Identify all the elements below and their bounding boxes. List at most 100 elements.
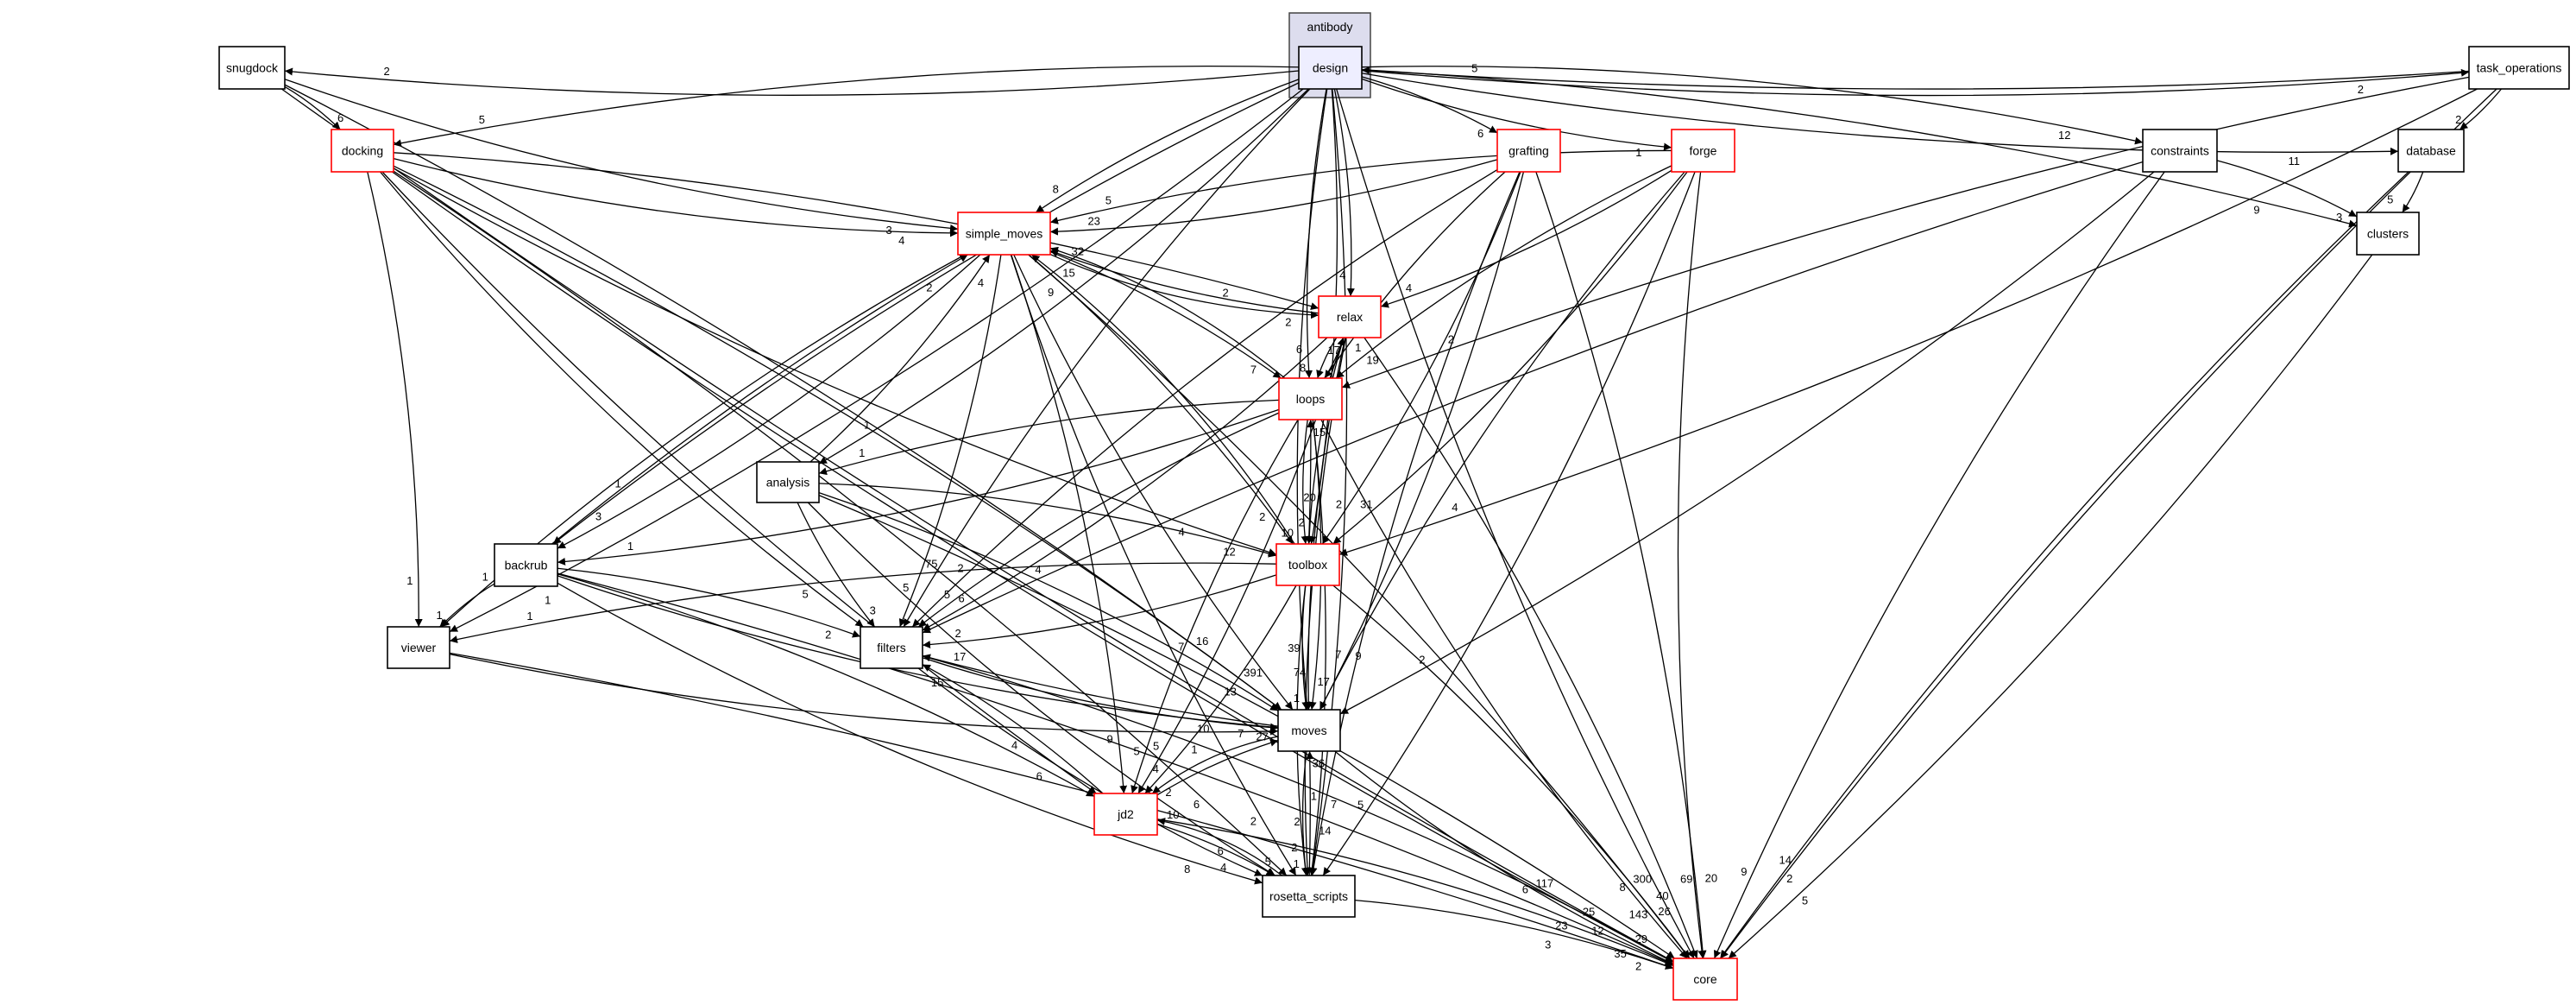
edge-count-label[interactable]: 1	[1355, 341, 1361, 354]
edge-forge-to-core[interactable]	[1677, 171, 1706, 959]
edge-count-label[interactable]: 9	[1106, 733, 1112, 746]
edge-count-label[interactable]: 1	[1191, 743, 1197, 755]
edge-count-label[interactable]: 9	[2253, 203, 2259, 216]
node-box[interactable]	[1277, 709, 1341, 752]
edge-count-label[interactable]: 5	[803, 587, 809, 600]
edge-toolbox-to-filters[interactable]	[922, 574, 1277, 649]
edge-count-label[interactable]: 2	[1786, 872, 1792, 885]
node-rosetta-scripts[interactable]: rosetta_scripts	[1262, 875, 1356, 918]
node-moves[interactable]: moves	[1277, 709, 1341, 752]
node-label[interactable]: clusters	[2367, 227, 2409, 241]
node-box[interactable]	[957, 212, 1051, 256]
edge-count-label[interactable]: 27	[1256, 730, 1268, 743]
edge-count-label[interactable]: 3	[2336, 211, 2342, 224]
node-label[interactable]: rosetta_scripts	[1269, 889, 1348, 903]
edge-design-to-relax[interactable]	[1333, 88, 1355, 297]
node-loops[interactable]: loops	[1278, 377, 1343, 420]
edge-count-label[interactable]: 2	[1259, 510, 1265, 523]
edge-docking-to-toolbox[interactable]	[393, 168, 1277, 556]
edge-filters-to-moves[interactable]	[922, 657, 1279, 732]
node-label[interactable]: jd2	[1117, 807, 1134, 821]
edge-count-label[interactable]: 15	[1313, 426, 1326, 439]
edge-count-label[interactable]: 5	[1105, 193, 1112, 206]
node-label[interactable]: task_operations	[2477, 61, 2562, 75]
edge-forge-to-moves[interactable]	[1319, 171, 1685, 711]
edge-design-to-viewer[interactable]	[449, 88, 1304, 633]
edge-count-label[interactable]: 6	[1194, 798, 1200, 811]
edge-count-label[interactable]: 5	[1265, 856, 1271, 869]
edge-count-label[interactable]: 3	[885, 224, 891, 237]
edge-moves-to-core[interactable]	[1334, 750, 1674, 965]
edge-count-label[interactable]: 5	[2387, 193, 2393, 205]
edge-forge-to-simple_moves[interactable]	[1049, 149, 1672, 224]
edge-docking-to-rosetta_scripts[interactable]	[393, 170, 1288, 876]
edge-forge-to-rosetta_scripts[interactable]	[1322, 171, 1696, 876]
edge-count-label[interactable]: 4	[978, 276, 984, 289]
edge-count-label[interactable]: 4	[1179, 526, 1185, 539]
edge-simple_moves-to-loops[interactable]	[1049, 250, 1282, 379]
edge-constraints-to-moves[interactable]	[1339, 171, 2155, 715]
node-label[interactable]: constraints	[2151, 144, 2209, 158]
edge-relax-to-core[interactable]	[1364, 337, 1698, 959]
edge-simple_moves-to-rosetta_scripts[interactable]	[1010, 254, 1297, 876]
edge-count-label[interactable]: 32	[1071, 245, 1083, 258]
edge-grafting-to-simple_moves[interactable]	[1049, 159, 1498, 236]
edge-count-label[interactable]: 7	[1335, 648, 1341, 661]
edge-count-label[interactable]: 7	[1331, 798, 1337, 811]
edge-analysis-to-toolbox[interactable]	[818, 483, 1277, 558]
edge-analysis-to-filters[interactable]	[797, 502, 876, 628]
edge-count-label[interactable]: 8	[1184, 863, 1190, 875]
edge-design-to-forge[interactable]	[1361, 78, 1672, 151]
edge-task_operations-to-core[interactable]	[1720, 88, 2497, 959]
edge-count-label[interactable]: 2	[1223, 286, 1229, 299]
node-database[interactable]: database	[2397, 129, 2465, 173]
node-box[interactable]	[331, 129, 394, 173]
edge-count-label[interactable]: 9	[1048, 286, 1054, 299]
edge-count-label[interactable]: 2	[1419, 653, 1425, 666]
edge-backrub-to-core[interactable]	[557, 572, 1674, 966]
edge-design-to-grafting[interactable]	[1361, 76, 1498, 134]
edge-count-label[interactable]: 2	[2358, 83, 2364, 96]
node-relax[interactable]: relax	[1318, 295, 1382, 338]
edge-snugdock-to-moves[interactable]	[284, 84, 1282, 711]
edge-count-label[interactable]: 6	[1477, 127, 1483, 140]
edge-docking-to-filters[interactable]	[380, 171, 864, 628]
node-clusters[interactable]: clusters	[2356, 212, 2420, 256]
edge-count-label[interactable]: 143	[1629, 907, 1648, 920]
node-box[interactable]	[1262, 875, 1356, 918]
edge-count-label[interactable]: 1	[1635, 146, 1641, 159]
edge-design-to-core[interactable]	[1336, 88, 1695, 959]
edge-count-label[interactable]: 13	[1225, 685, 1237, 698]
edge-count-label[interactable]: 1	[1294, 857, 1300, 870]
edge-loops-to-analysis[interactable]	[818, 399, 1280, 476]
edge-count-label[interactable]: 2	[1250, 814, 1257, 827]
edge-toolbox-to-loops[interactable]	[1307, 419, 1315, 545]
edge-design-to-task_operations[interactable]	[1361, 68, 2470, 97]
node-label[interactable]: grafting	[1508, 144, 1549, 158]
edge-count-label[interactable]: 117	[1536, 876, 1554, 889]
node-label[interactable]: loops	[1296, 392, 1325, 406]
edge-design-to-simple_moves[interactable]	[1035, 79, 1300, 213]
node-label[interactable]: simple_moves	[966, 227, 1042, 241]
edge-jd2-to-moves[interactable]	[1156, 738, 1279, 796]
edge-count-label[interactable]: 1	[864, 418, 870, 431]
node-label[interactable]: forge	[1690, 144, 1717, 158]
node-box[interactable]	[1318, 295, 1382, 338]
edge-count-label[interactable]: 19	[1366, 353, 1378, 366]
edge-count-label[interactable]: 2	[957, 561, 963, 574]
edge-count-label[interactable]: 3	[1545, 938, 1551, 951]
edge-count-label[interactable]: 2	[954, 627, 960, 640]
edge-backrub-to-jd2[interactable]	[557, 573, 1095, 798]
edge-count-label[interactable]: 15	[931, 676, 943, 689]
edge-count-label[interactable]: 9	[1355, 649, 1361, 662]
node-box[interactable]	[2142, 129, 2218, 173]
edge-count-label[interactable]: 20	[1705, 871, 1717, 884]
edge-loops-to-simple_moves[interactable]	[1049, 246, 1286, 379]
edge-count-label[interactable]: 35	[1614, 947, 1626, 960]
edge-count-label[interactable]: 6	[1522, 883, 1528, 896]
edge-count-label[interactable]: 23	[1087, 214, 1099, 227]
node-label[interactable]: viewer	[401, 641, 437, 654]
edge-count-label[interactable]: 8	[1620, 881, 1626, 894]
edge-docking-to-relax[interactable]	[393, 152, 1319, 310]
edge-docking-to-core[interactable]	[392, 171, 1674, 963]
